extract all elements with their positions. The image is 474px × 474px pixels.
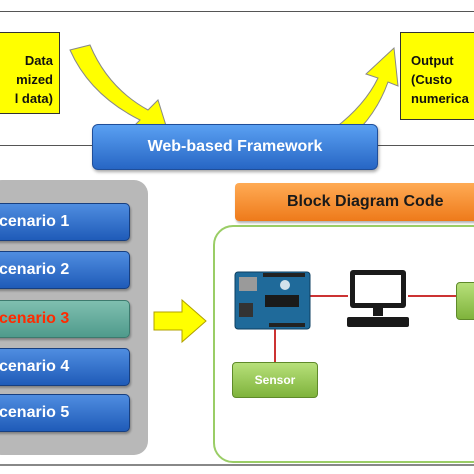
input-line-3: l data): [14, 91, 53, 106]
top-divider-line: [0, 11, 474, 12]
scenario-button-5[interactable]: cenario 5: [0, 394, 130, 432]
web-framework-bar: Web-based Framework: [92, 124, 378, 170]
scenario-button-3[interactable]: cenario 3: [0, 300, 130, 338]
block-diagram-title: Block Diagram Code: [235, 183, 474, 221]
output-line-2: (Custo: [411, 72, 453, 87]
output-line-1: Output: [411, 53, 454, 68]
block-diagram-graphics: [234, 270, 458, 362]
input-line-1: Data: [24, 53, 53, 68]
output-data-box: Output (Custo numerica: [400, 32, 474, 120]
input-arrow: [69, 44, 169, 133]
arduino-board-icon: [234, 271, 311, 330]
input-data-box: Data mized l data): [0, 32, 60, 114]
output-block[interactable]: [456, 282, 474, 320]
bottom-divider-line: [0, 464, 474, 466]
sensor-block[interactable]: Sensor: [232, 362, 318, 398]
scenario-button-2[interactable]: cenario 2: [0, 251, 130, 289]
scenario-button-1[interactable]: cenario 1: [0, 203, 130, 241]
scenario-to-code-arrow: [153, 298, 207, 344]
computer-icon: [347, 270, 409, 327]
block-diagram-area: [213, 225, 474, 463]
input-line-2: mized: [16, 72, 53, 87]
scenario-button-4[interactable]: cenario 4: [0, 348, 130, 386]
output-line-3: numerica: [411, 91, 469, 106]
